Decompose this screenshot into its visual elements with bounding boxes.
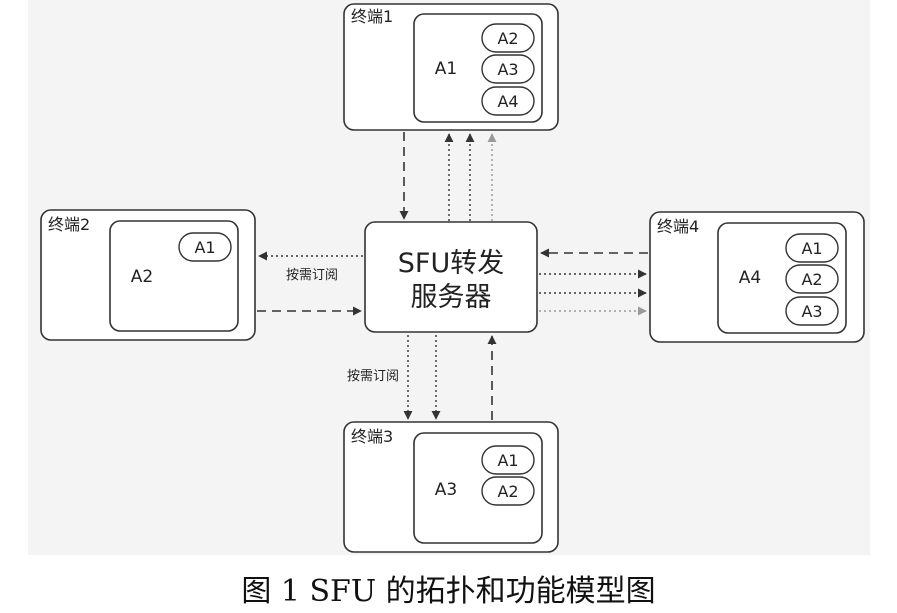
server-title-line2: 服务器 xyxy=(411,282,492,313)
terminal-1-sub-stream: A2 xyxy=(497,29,518,48)
terminal-2-sub-stream: A1 xyxy=(194,238,215,257)
terminal-3-sub-stream: A2 xyxy=(497,482,518,501)
terminal-4-sub-stream: A3 xyxy=(801,302,822,321)
terminal-1: 终端1 A1 A2 A3 A4 xyxy=(343,3,559,131)
figure-caption: 图 1 SFU 的拓扑和功能模型图 xyxy=(241,574,656,609)
terminal-2-label: 终端2 xyxy=(48,215,90,234)
on-demand-subscription-label-left: 按需订阅 xyxy=(286,268,338,283)
terminal-2: 终端2 A2 A1 xyxy=(40,209,256,341)
terminal-4: 终端4 A4 A1 A2 A3 xyxy=(649,211,865,343)
terminal-1-main-stream: A1 xyxy=(435,59,457,79)
terminal-1-sub-stream: A4 xyxy=(497,92,518,111)
terminal-3-main-stream: A3 xyxy=(435,480,457,500)
terminal-2-main-stream: A2 xyxy=(131,267,153,287)
terminal-4-label: 终端4 xyxy=(657,217,699,236)
terminal-4-main-stream: A4 xyxy=(739,268,761,288)
terminal-1-label: 终端1 xyxy=(351,7,393,26)
terminal-3-label: 终端3 xyxy=(351,427,393,446)
on-demand-subscription-label-bottom: 按需订阅 xyxy=(347,369,399,384)
terminal-1-sub-stream: A3 xyxy=(497,60,518,79)
server-title-line1: SFU转发 xyxy=(398,248,504,279)
terminal-3-sub-stream: A1 xyxy=(497,451,518,470)
sfu-topology-diagram: 终端1 A1 A2 A3 A4 终端2 A2 A1 终端3 A3 A1 A2 终… xyxy=(28,0,870,555)
sfu-server: SFU转发 服务器 xyxy=(364,221,538,333)
terminal-4-sub-stream: A2 xyxy=(801,270,822,289)
terminal-4-sub-stream: A1 xyxy=(801,239,822,258)
terminal-3: 终端3 A3 A1 A2 xyxy=(343,421,559,553)
